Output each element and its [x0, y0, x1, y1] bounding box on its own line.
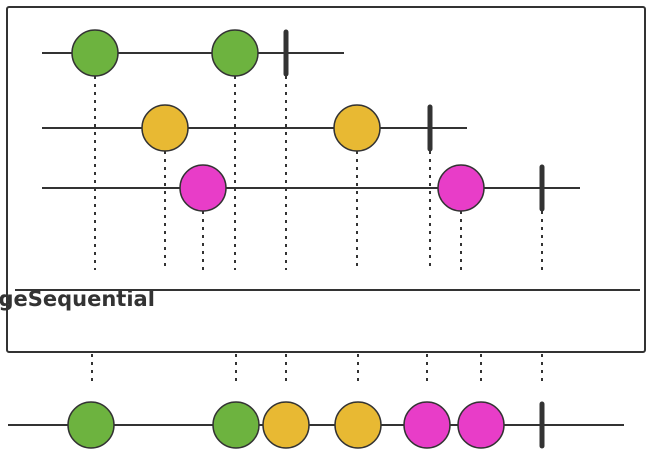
source-2-marble-1: [141, 104, 189, 152]
source-2-marble-2: [333, 104, 381, 152]
source-3-marble-1: [179, 164, 227, 212]
operator-label: mergeSequential: [0, 287, 155, 311]
source-1-marble-1: [71, 29, 119, 77]
output-marble-4: [334, 401, 382, 449]
operator-box: [6, 6, 646, 353]
output-marble-2: [212, 401, 260, 449]
output-marble-3: [262, 401, 310, 449]
output-marble-5: [403, 401, 451, 449]
output-marble-1: [67, 401, 115, 449]
output-marble-6: [457, 401, 505, 449]
source-3-marble-2: [437, 164, 485, 212]
source-1-marble-2: [211, 29, 259, 77]
